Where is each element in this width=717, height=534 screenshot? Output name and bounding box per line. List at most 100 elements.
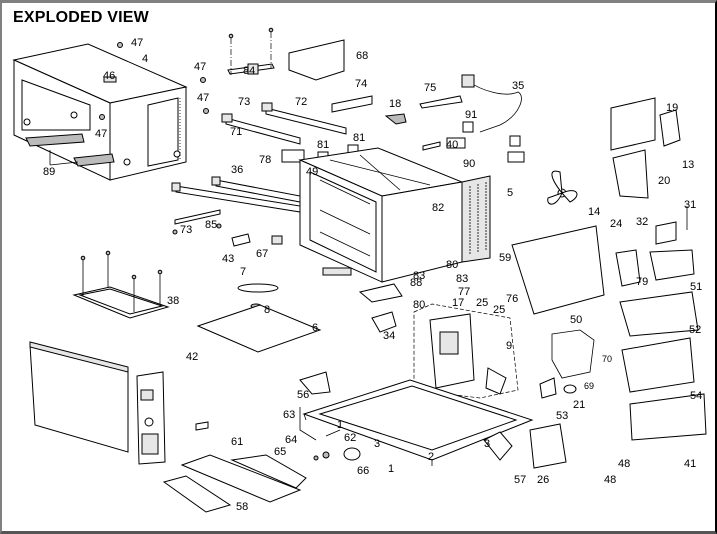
part-label-9: 9	[506, 340, 512, 352]
part-label-71: 71	[230, 126, 242, 138]
part-label-76: 76	[506, 293, 518, 305]
insulation-pads	[25, 133, 115, 167]
part-label-80: 80	[413, 299, 425, 311]
part-label-68: 68	[356, 50, 368, 62]
part-label-58: 58	[236, 501, 248, 513]
part-label-77: 77	[458, 286, 470, 298]
part-label-13: 13	[682, 159, 694, 171]
part-label-88: 88	[410, 277, 422, 289]
diagram-title: EXPLODED VIEW	[13, 9, 149, 26]
part-label-47: 47	[194, 61, 206, 73]
part-label-81: 81	[353, 132, 365, 144]
part-label-52: 52	[689, 324, 701, 336]
part-label-3: 3	[484, 438, 490, 450]
part-label-14: 14	[588, 206, 600, 218]
part-label-26: 26	[537, 474, 549, 486]
upper-rails	[221, 27, 463, 145]
part-label-38: 38	[167, 295, 179, 307]
bottom-trims	[162, 407, 361, 513]
part-label-53: 53	[556, 410, 568, 422]
part-label-25: 25	[476, 297, 488, 309]
part-label-63: 63	[283, 409, 295, 421]
part-label-8: 8	[264, 304, 270, 316]
part-label-65: 65	[274, 446, 286, 458]
part-label-34: 34	[383, 330, 395, 342]
part-label-19: 19	[666, 102, 678, 114]
part-label-85: 85	[205, 219, 217, 231]
part-label-75: 75	[424, 82, 436, 94]
part-label-73: 73	[180, 224, 192, 236]
part-label-72: 72	[295, 96, 307, 108]
bottom-frame	[72, 250, 170, 319]
part-label-47: 47	[95, 128, 107, 140]
part-label-2: 2	[428, 451, 434, 463]
part-label-56: 56	[297, 389, 309, 401]
part-label-41: 41	[684, 458, 696, 470]
part-label-35: 35	[512, 80, 524, 92]
part-label-90: 90	[463, 158, 475, 170]
turntable-parts	[196, 233, 403, 353]
part-label-32: 32	[636, 216, 648, 228]
part-label-7: 7	[240, 266, 246, 278]
part-label-74: 74	[355, 78, 367, 90]
part-label-43: 43	[222, 253, 234, 265]
part-label-17: 17	[452, 297, 464, 309]
part-label-5: 5	[507, 187, 513, 199]
part-label-31: 31	[684, 199, 696, 211]
part-label-81: 81	[317, 139, 329, 151]
base-plate	[299, 371, 534, 466]
part-label-91: 91	[465, 109, 477, 121]
part-label-73: 73	[238, 96, 250, 108]
part-label-1: 1	[337, 419, 343, 431]
part-label-42: 42	[186, 351, 198, 363]
side-rails	[171, 176, 301, 235]
part-label-48: 48	[604, 474, 616, 486]
part-label-4: 4	[142, 53, 148, 65]
part-label-20: 20	[658, 175, 670, 187]
part-label-49: 49	[306, 166, 318, 178]
part-label-64: 64	[285, 434, 297, 446]
part-label-50: 50	[570, 314, 582, 326]
part-label-48: 48	[618, 458, 630, 470]
part-label-83: 83	[413, 270, 425, 282]
part-label-67: 67	[256, 248, 268, 260]
part-label-47: 47	[131, 37, 143, 49]
part-label-57: 57	[514, 474, 526, 486]
part-label-84: 84	[243, 65, 255, 77]
part-label-61: 61	[231, 436, 243, 448]
control-panel	[136, 371, 166, 465]
part-label-70: 70	[602, 354, 612, 364]
part-label-69: 69	[584, 381, 594, 391]
part-label-21: 21	[573, 399, 585, 411]
part-label-83: 83	[456, 273, 468, 285]
cavity-assembly	[298, 147, 491, 283]
control-assembly	[413, 303, 519, 399]
part-label-1: 1	[388, 463, 394, 475]
part-label-24: 24	[610, 218, 622, 230]
part-label-18: 18	[389, 98, 401, 110]
part-label-89: 89	[43, 166, 55, 178]
part-label-40: 40	[446, 139, 458, 151]
top-cover-plate	[288, 39, 345, 81]
part-label-54: 54	[690, 390, 702, 402]
part-label-47: 47	[197, 92, 209, 104]
part-label-66: 66	[357, 465, 369, 477]
door	[29, 341, 129, 453]
part-label-79: 79	[636, 276, 648, 288]
electrical-components	[461, 74, 707, 469]
outer-case	[12, 43, 188, 181]
screws-47	[99, 42, 209, 120]
part-label-25: 25	[493, 304, 505, 316]
part-label-78: 78	[259, 154, 271, 166]
part-label-3: 3	[374, 438, 380, 450]
part-label-36: 36	[231, 164, 243, 176]
part-label-6: 6	[312, 322, 318, 334]
part-label-46: 46	[103, 70, 115, 82]
part-label-62: 62	[344, 432, 356, 444]
part-label-59: 59	[499, 252, 511, 264]
fan-and-motor	[547, 97, 681, 205]
part-label-51: 51	[690, 281, 702, 293]
